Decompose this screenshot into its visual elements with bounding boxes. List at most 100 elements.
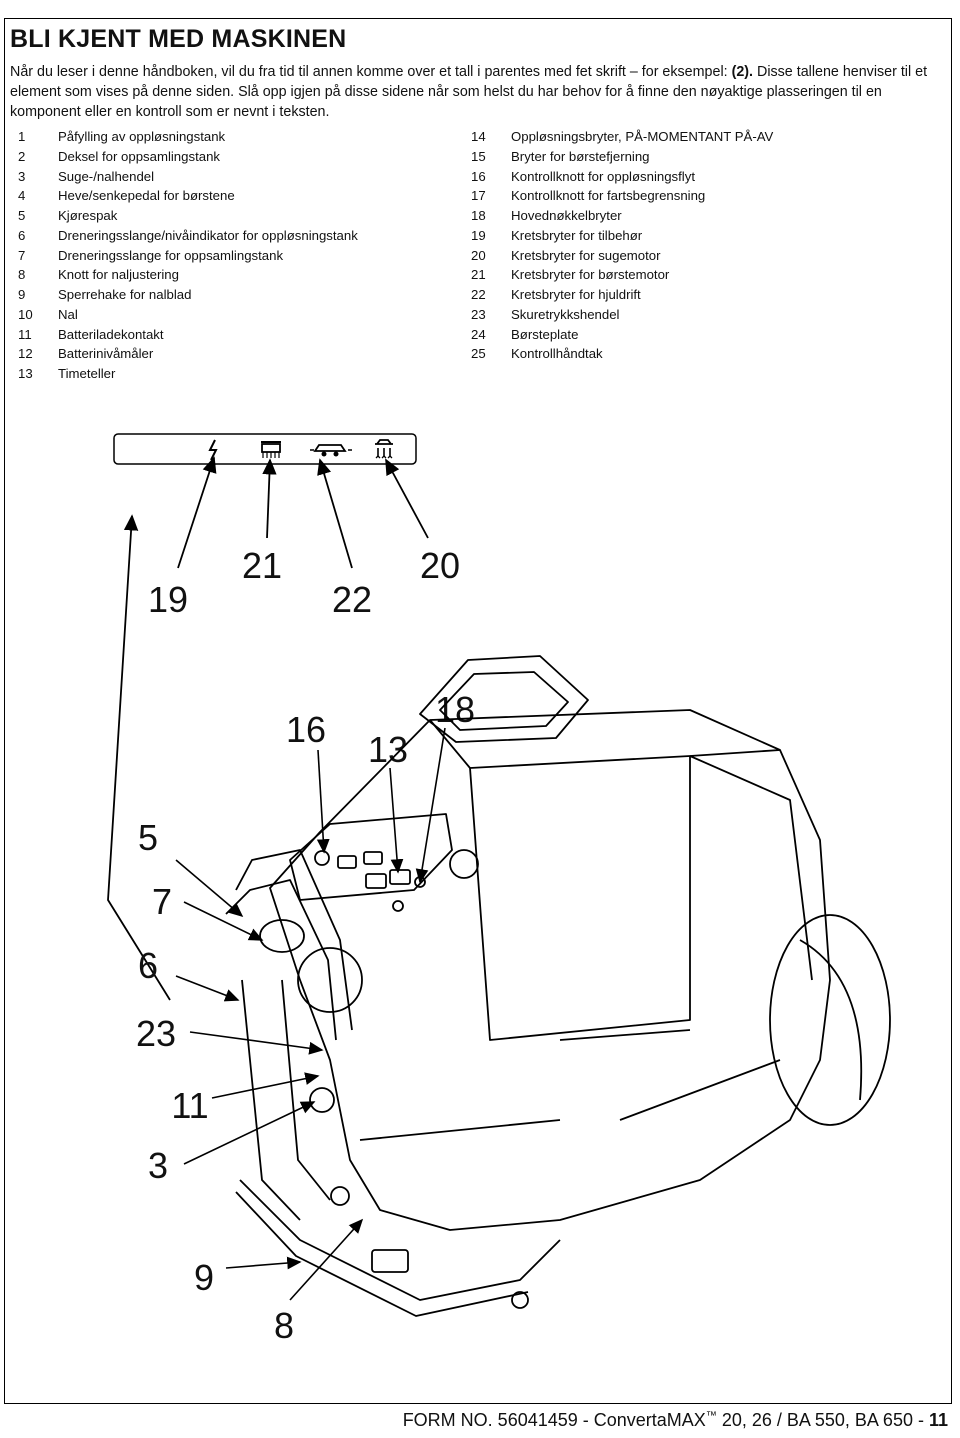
machine-diagram: 19 21 22 20 16 13 18 5 7 6 23 11 3 9 8 bbox=[0, 420, 960, 1380]
legend-item-number: 15 bbox=[471, 148, 486, 164]
legend-item: 1 Påfylling av oppløsningstank bbox=[18, 127, 458, 147]
legend-item-number: 4 bbox=[18, 188, 26, 204]
callout-numbers: 19 21 22 20 16 13 18 5 7 6 23 11 3 9 8 bbox=[136, 545, 475, 1346]
floor-scrubber-body bbox=[225, 655, 891, 1317]
callout-6: 6 bbox=[138, 945, 158, 986]
legend-right-column: 14 Oppløsningsbryter, PÅ-MOMENTANT PÅ-AV 1… bbox=[471, 127, 941, 364]
callout-8: 8 bbox=[274, 1305, 294, 1346]
legend-item: 2 Deksel for oppsamlingstank bbox=[18, 147, 458, 167]
legend-item-number: 11 bbox=[18, 326, 32, 342]
legend-left-column: 1 Påfylling av oppløsningstank 2 Deksel for… bbox=[18, 127, 458, 384]
legend-item-number: 21 bbox=[471, 267, 486, 283]
legend-item-number: 8 bbox=[18, 267, 26, 283]
legend-item-number: 5 bbox=[18, 208, 26, 223]
legend-item-label: Kontrollknott for oppløsningsflyt bbox=[511, 168, 695, 184]
breaker-panel bbox=[113, 433, 417, 465]
legend-item-number: 19 bbox=[471, 227, 486, 243]
legend-item-label: Påfylling av oppløsningstank bbox=[58, 129, 226, 144]
legend-item-label: Suge-/nalhendel bbox=[58, 168, 155, 184]
legend-item-label: Knott for naljustering bbox=[58, 267, 179, 283]
vacuum-icon bbox=[375, 439, 393, 459]
legend-item-number: 18 bbox=[471, 208, 486, 223]
legend-item-number: 6 bbox=[18, 227, 26, 243]
machine-illustration: 19 21 22 20 16 13 18 5 7 6 23 11 3 9 8 bbox=[107, 433, 891, 1346]
legend-item: 11 Batteriladekontakt bbox=[18, 325, 458, 345]
legend-item-number: 17 bbox=[471, 188, 486, 204]
legend-item-number: 3 bbox=[18, 168, 26, 184]
legend-item-number: 22 bbox=[471, 287, 486, 302]
legend-item-number: 1 bbox=[18, 129, 26, 144]
callout-21: 21 bbox=[242, 545, 282, 586]
legend-item-label: Dreneringsslange for oppsamlingstank bbox=[58, 247, 284, 263]
callout-9: 9 bbox=[194, 1257, 214, 1298]
wheel-drive-icon bbox=[310, 444, 352, 457]
page-footer: FORM NO. 56041459 - ConvertaMAX™ 20, 26 … bbox=[403, 1410, 948, 1431]
legend-item: 7 Dreneringsslange for oppsamlingstank bbox=[18, 246, 458, 266]
panel-leader-lines bbox=[107, 456, 429, 1001]
legend-item-number: 14 bbox=[471, 129, 486, 144]
legend-item-label: Kretsbryter for hjuldrift bbox=[511, 287, 641, 302]
legend-item-label: Kretsbryter for børstemotor bbox=[511, 267, 670, 283]
legend-item: 17 Kontrollknott for fartsbegrensning bbox=[471, 186, 941, 206]
intro-text-end: Disse tallene henviser til et element so… bbox=[10, 64, 928, 120]
legend-item: 4 Heve/senkepedal for børstene bbox=[18, 186, 458, 206]
legend-item: 5 Kjørespak bbox=[18, 206, 458, 226]
legend-item-label: Sperrehake for nalblad bbox=[58, 287, 192, 302]
legend-item-label: Dreneringsslange/nivåindikator for opplø… bbox=[58, 227, 358, 243]
callout-20: 20 bbox=[420, 545, 460, 586]
legend-item-number: 9 bbox=[18, 287, 26, 302]
footer-form-number: FORM NO. 56041459 - ConvertaMAX bbox=[402, 1410, 706, 1430]
callout-5: 5 bbox=[138, 817, 158, 858]
legend-item-label: Kretsbryter for tilbehør bbox=[511, 227, 643, 243]
legend-item-label: Kjørespak bbox=[58, 208, 118, 223]
legend-item-label: Batterinivåmåler bbox=[58, 346, 154, 362]
legend-item-number: 12 bbox=[18, 346, 33, 362]
legend-item-number: 25 bbox=[471, 346, 486, 362]
page-frame bbox=[4, 18, 952, 1404]
trademark-symbol: ™ bbox=[705, 1410, 717, 1422]
callout-16: 16 bbox=[286, 709, 326, 750]
page-number: 11 bbox=[928, 1410, 948, 1430]
legend-item: 9 Sperrehake for nalblad bbox=[18, 285, 458, 305]
callout-11: 11 bbox=[171, 1085, 208, 1126]
legend-item: 8 Knott for naljustering bbox=[18, 265, 458, 285]
legend-item-number: 24 bbox=[471, 326, 486, 342]
intro-paragraph: Når du leser i denne håndboken, vil du f… bbox=[10, 62, 950, 122]
legend-item: 25 Kontrollhåndtak bbox=[471, 344, 941, 364]
legend-item-label: Kretsbryter for sugemotor bbox=[511, 247, 661, 263]
legend-item-label: Kontrollhåndtak bbox=[511, 346, 603, 362]
legend-item: 16 Kontrollknott for oppløsningsflyt bbox=[471, 167, 941, 187]
legend-item-label: Bryter for børstefjerning bbox=[511, 148, 650, 164]
intro-text-start: Når du leser i denne håndboken, vil du f… bbox=[10, 64, 732, 80]
legend-item: 24 Børsteplate bbox=[471, 325, 941, 345]
legend-item-label: Timeteller bbox=[58, 366, 116, 381]
legend-item-label: Nal bbox=[58, 306, 78, 322]
legend-item: 19 Kretsbryter for tilbehør bbox=[471, 226, 941, 246]
legend-item-label: Kontrollknott for fartsbegrensning bbox=[511, 188, 706, 204]
legend-item-number: 7 bbox=[18, 247, 26, 263]
accessory-lightning-icon bbox=[208, 439, 218, 461]
callout-7: 7 bbox=[152, 881, 172, 922]
legend-item-number: 16 bbox=[471, 168, 486, 184]
legend-item-number: 2 bbox=[18, 148, 26, 164]
machine-leader-lines bbox=[175, 727, 446, 1301]
brush-icon bbox=[261, 441, 281, 458]
page-title: BLI KJENT MED MASKINEN bbox=[10, 25, 347, 53]
legend-item-label: Batteriladekontakt bbox=[58, 326, 164, 342]
legend-item-label: Oppløsningsbryter, PÅ-MOMENTANT PÅ-AV bbox=[511, 129, 774, 144]
legend-item-label: Hovednøkkelbryter bbox=[511, 208, 622, 223]
legend-item-label: Heve/senkepedal for børstene bbox=[58, 188, 235, 204]
legend-item-number: 20 bbox=[471, 247, 486, 263]
legend-item: 22 Kretsbryter for hjuldrift bbox=[471, 285, 941, 305]
footer-models: 20, 26 / BA 550, BA 650 - bbox=[716, 1410, 929, 1430]
legend-item: 3 Suge-/nalhendel bbox=[18, 167, 458, 187]
legend-item-label: Deksel for oppsamlingstank bbox=[58, 148, 220, 164]
legend-item: 10 Nal bbox=[18, 305, 458, 325]
legend-item-number: 10 bbox=[18, 306, 33, 322]
legend-item-label: Børsteplate bbox=[511, 326, 579, 342]
callout-23: 23 bbox=[136, 1013, 176, 1054]
legend-item-label: Skuretrykkshendel bbox=[511, 306, 620, 322]
legend-item: 15 Bryter for børstefjerning bbox=[471, 147, 941, 167]
legend-item: 21 Kretsbryter for børstemotor bbox=[471, 265, 941, 285]
